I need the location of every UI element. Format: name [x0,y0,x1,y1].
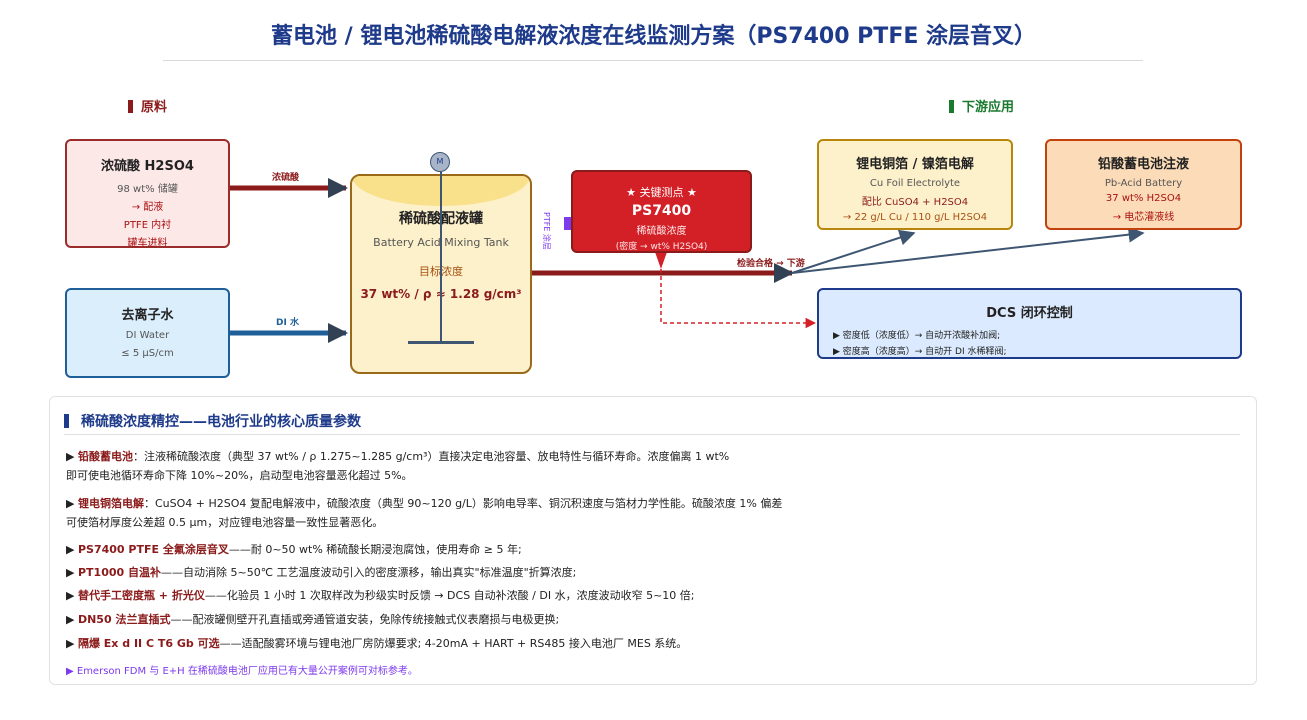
lead-acid-box: 铅酸蓄电池注液 Pb-Acid Battery 37 wt% H2SO4 → 电… [1045,139,1242,230]
dcs-line2: ▶ 密度高（浓度高）→ 自动开 DI 水稀释阀; [833,347,1007,357]
acid-pipe-label: 浓硫酸 [272,173,300,183]
info-footnote: ▶ Emerson FDM 与 E+H 在稀硫酸电池厂应用已有大量公开案例可对标… [66,666,418,677]
key-measurement-point: ★ 关键测点 ★ PS7400 稀硫酸浓度 (密度 → wt% H2SO4) [571,170,752,253]
info-copper-paragraph: ▶ 锂电铜箔电解：CuSO4 + H2SO4 复配电解液中，硫酸浓度（典型 90… [66,497,783,529]
section-raw-text: 原料 [141,100,168,115]
branch-to-lead [791,226,1145,274]
info-bullet-ex-key: 隔爆 Ex d II C T6 Gb 可选 [77,637,220,650]
sensor-to-dcs-signal [660,262,817,329]
info-bullet-ps7400: ▶ PS7400 PTFE 全氟涂层音叉——耐 0~50 wt% 稀硫酸长期浸泡… [66,543,522,556]
info-bullet-replace-text: ——化验员 1 小时 1 次取样改为秒级实时反馈 → DCS 自动补浓酸 / D… [204,589,695,602]
section-marker [949,100,954,113]
agitator-shaft [440,172,442,342]
section-label-downstream: 下游应用 [949,96,1014,115]
section-label-raw: 原料 [128,96,167,115]
info-bullet-dn50-key: DN50 法兰直插式 [77,613,171,626]
info-panel [49,396,1257,685]
acid-source-box: 浓硫酸 H2SO4 98 wt% 储罐 → 配液 PTFE 内衬 罐车进料 [65,139,230,249]
info-bullet-dn50-text: ——配液罐侧壁开孔直插或旁通管道安装，免除传统接触式仪表磨损与电极更换; [170,613,560,626]
sensor-line2: (密度 → wt% H2SO4) [615,242,708,252]
info-lead-acid-text: ：注液稀硫酸浓度（典型 37 wt% / ρ 1.275~1.285 g/cm³… [132,450,730,463]
ptfe-probe-label: PTFE 涂层 [542,212,551,250]
water-line1: DI Water [125,330,170,341]
branch-to-copper [791,229,916,274]
sensor-model: PS7400 [631,203,692,219]
agitator-motor: M [430,152,450,172]
water-pipe-label: DI 水 [276,318,299,328]
title-divider [163,60,1143,61]
lead-line2: 37 wt% H2SO4 [1105,193,1182,204]
acid-line3: PTFE 内衬 [123,220,172,231]
info-bullet-ex: ▶ 隔爆 Ex d II C T6 Gb 可选——适配酸雾环境与锂电池厂房防爆要… [66,637,688,650]
info-bullet-pt1000-text: ——自动消除 5~50℃ 工艺温度波动引入的密度漂移，输出真实"标准温度"折算浓… [160,566,577,579]
lead-title: 铅酸蓄电池注液 [1097,157,1189,172]
info-lead-acid-paragraph: ▶ 铅酸蓄电池：注液稀硫酸浓度（典型 37 wt% / ρ 1.275~1.28… [66,450,730,482]
dcs-control-box: DCS 闭环控制 ▶ 密度低（浓度低）→ 自动开浓酸补加阀; ▶ 密度高（浓度高… [817,288,1242,359]
info-bullet-dn50: ▶ DN50 法兰直插式——配液罐侧壁开孔直插或旁通管道安装，免除传统接触式仪表… [66,613,560,626]
copper-line1: Cu Foil Electrolyte [869,178,961,189]
page-title: 蓄电池 / 锂电池稀硫酸电解液浓度在线监测方案（PS7400 PTFE 涂层音叉… [270,24,1037,49]
info-title: 稀硫酸浓度精控——电池行业的核心质量参数 [64,411,361,431]
section-marker [128,100,133,113]
info-divider [64,434,1240,435]
info-bullet-pt1000: ▶ PT1000 自温补——自动消除 5~50℃ 工艺温度波动引入的密度漂移，输… [66,566,577,579]
sensor-line1: 稀硫酸浓度 [636,226,687,237]
info-lead-acid-key: 铅酸蓄电池 [77,450,133,463]
sensor-star-label: ★ 关键测点 ★ [626,186,697,199]
acid-title: 浓硫酸 H2SO4 [101,159,194,174]
motor-label: M [436,157,444,166]
copper-title: 锂电铜箔 / 镍箔电解 [856,157,974,172]
info-title-text: 稀硫酸浓度精控——电池行业的核心质量参数 [81,414,361,430]
lead-line1: Pb-Acid Battery [1104,178,1183,189]
info-copper-key: 锂电铜箔电解 [77,497,144,510]
copper-foil-box: 锂电铜箔 / 镍箔电解 Cu Foil Electrolyte 配比 CuSO4… [817,139,1013,230]
water-line2: ≤ 5 μS/cm [121,348,174,359]
info-bullet-ex-text: ——适配酸雾环境与锂电池厂房防爆要求; 4-20mA + HART + RS48… [219,637,688,650]
acid-line1: 98 wt% 储罐 [117,184,178,195]
dcs-title: DCS 闭环控制 [986,306,1073,321]
ptfe-probe-tag [564,217,571,230]
info-bullet-ps7400-text: ——耐 0~50 wt% 稀硫酸长期浸泡腐蚀，使用寿命 ≥ 5 年; [228,543,522,556]
flow-diagram-lines [230,178,1145,343]
section-downstream-text: 下游应用 [962,100,1015,115]
copper-line3: → 22 g/L Cu / 110 g/L H2SO4 [842,212,988,223]
info-bullet-pt1000-key: PT1000 自温补 [77,566,161,579]
water-source-box: 去离子水 DI Water ≤ 5 μS/cm [65,288,230,378]
acid-line2: → 配液 [131,202,164,213]
water-title: 去离子水 [121,308,174,323]
info-title-marker [64,414,69,428]
sensor-pointer [655,252,667,269]
info-copper-text: ：CuSO4 + H2SO4 复配电解液中，硫酸浓度（典型 90~120 g/L… [143,497,783,510]
info-copper-text2: 可使箔材厚度公差超 0.5 μm，对应锂电池容量一致性显著恶化。 [66,516,384,529]
dcs-line1: ▶ 密度低（浓度低）→ 自动开浓酸补加阀; [833,331,1001,341]
outlet-pipe-label: 检验合格 → 下游 [737,259,805,269]
acid-line4: 罐车进料 [127,238,168,249]
lead-line3: → 电芯灌液线 [1112,212,1175,223]
info-lead-acid-text2: 即可使电池循环寿命下降 10%~20%，启动型电池容量恶化超过 5%。 [66,469,413,482]
agitator-blade [408,341,474,344]
info-bullet-ps7400-key: PS7400 PTFE 全氟涂层音叉 [77,543,229,556]
copper-line2: 配比 CuSO4 + H2SO4 [861,197,969,208]
info-bullet-replace: ▶ 替代手工密度瓶 + 折光仪——化验员 1 小时 1 次取样改为秒级实时反馈 … [66,589,695,602]
info-bullet-replace-key: 替代手工密度瓶 + 折光仪 [77,589,205,602]
